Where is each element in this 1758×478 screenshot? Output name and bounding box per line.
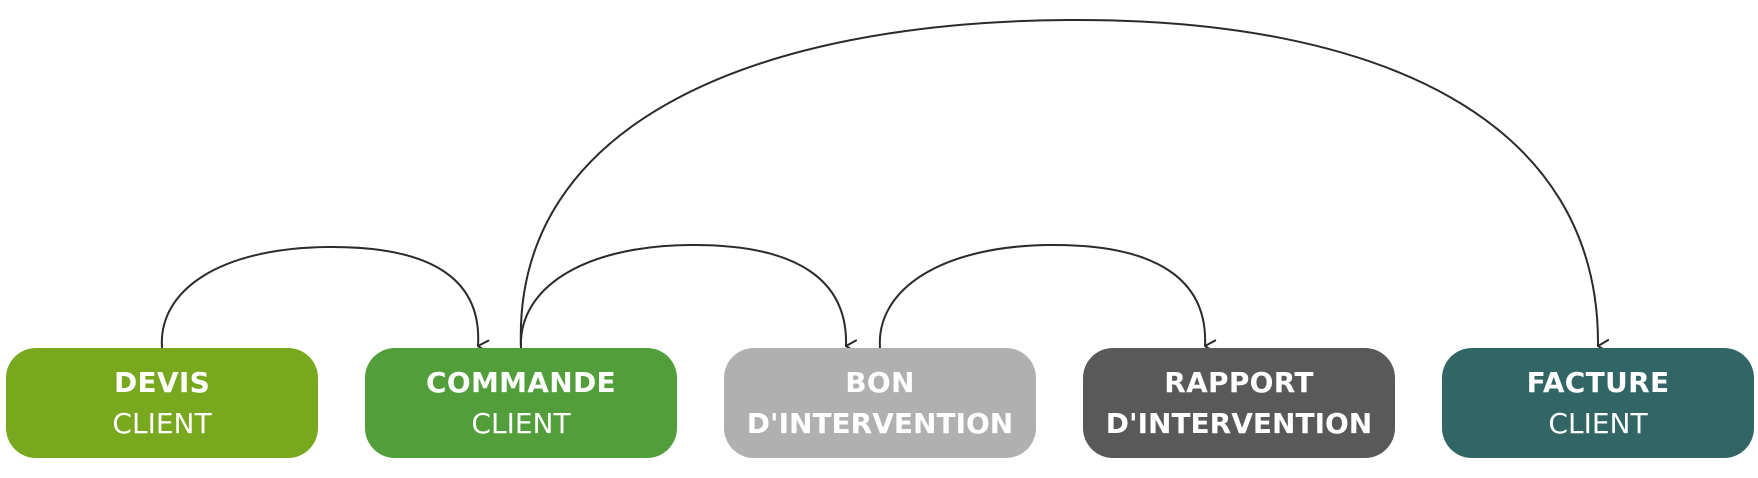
arrow-commande-to-facture: [519, 18, 1610, 354]
arrow-commande-to-bon: [519, 243, 858, 354]
node-bon-intervention: BON D'INTERVENTION: [724, 348, 1036, 458]
node-commande-client: COMMANDE CLIENT: [365, 348, 677, 458]
node-title: COMMANDE: [426, 366, 616, 399]
node-title: DEVIS: [113, 366, 211, 399]
node-facture-client: FACTURE CLIENT: [1442, 348, 1754, 458]
node-title: FACTURE: [1526, 366, 1670, 399]
node-devis-client: DEVIS CLIENT: [6, 348, 318, 458]
node-title: BON: [845, 366, 915, 399]
node-title: RAPPORT: [1164, 366, 1314, 399]
node-subtitle: CLIENT: [112, 407, 212, 440]
node-subtitle: CLIENT: [1548, 407, 1648, 440]
node-subtitle: D'INTERVENTION: [746, 407, 1014, 440]
node-rapport-intervention: RAPPORT D'INTERVENTION: [1083, 348, 1395, 458]
node-subtitle: D'INTERVENTION: [1105, 407, 1373, 440]
node-subtitle: CLIENT: [471, 407, 571, 440]
arrow-devis-to-commande: [160, 245, 490, 354]
arrow-bon-to-rapport: [878, 243, 1217, 354]
